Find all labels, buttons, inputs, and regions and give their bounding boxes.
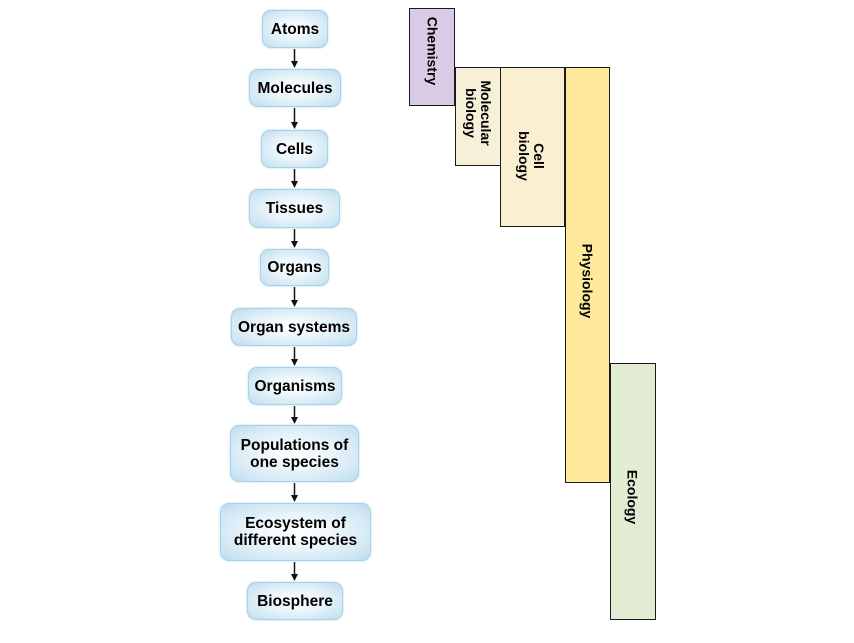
arrowhead [291, 61, 298, 68]
level-organs: Organs [260, 249, 329, 286]
arrowhead [291, 122, 298, 129]
field-chemistry-label: Chemistry [424, 16, 441, 86]
field-chemistry: Chemistry [409, 8, 455, 106]
level-biosphere: Biosphere [247, 582, 343, 620]
field-molecular-biology-label: Molecular biology [463, 80, 494, 146]
field-cell-biology: Cell biology [500, 67, 565, 227]
arrowhead [291, 181, 298, 188]
level-ecosystem: Ecosystem of different species [220, 503, 371, 561]
level-molecules: Molecules [249, 69, 341, 107]
field-physiology-label: Physiology [579, 243, 596, 319]
level-organ-systems: Organ systems [231, 308, 357, 346]
level-cells: Cells [261, 130, 328, 168]
field-molecular-biology: Molecular biology [455, 67, 501, 166]
arrowhead [291, 495, 298, 502]
level-atoms: Atoms [262, 10, 328, 48]
field-ecology-label: Ecology [624, 469, 641, 525]
arrowhead [291, 359, 298, 366]
field-ecology: Ecology [610, 363, 656, 620]
field-physiology: Physiology [565, 67, 610, 483]
level-tissues: Tissues [249, 189, 340, 228]
level-populations: Populations of one species [230, 425, 359, 482]
arrowhead [291, 574, 298, 581]
arrowhead [291, 300, 298, 307]
field-cell-biology-label: Cell biology [516, 131, 547, 181]
arrowhead [291, 417, 298, 424]
level-organisms: Organisms [248, 367, 342, 405]
arrowhead [291, 241, 298, 248]
